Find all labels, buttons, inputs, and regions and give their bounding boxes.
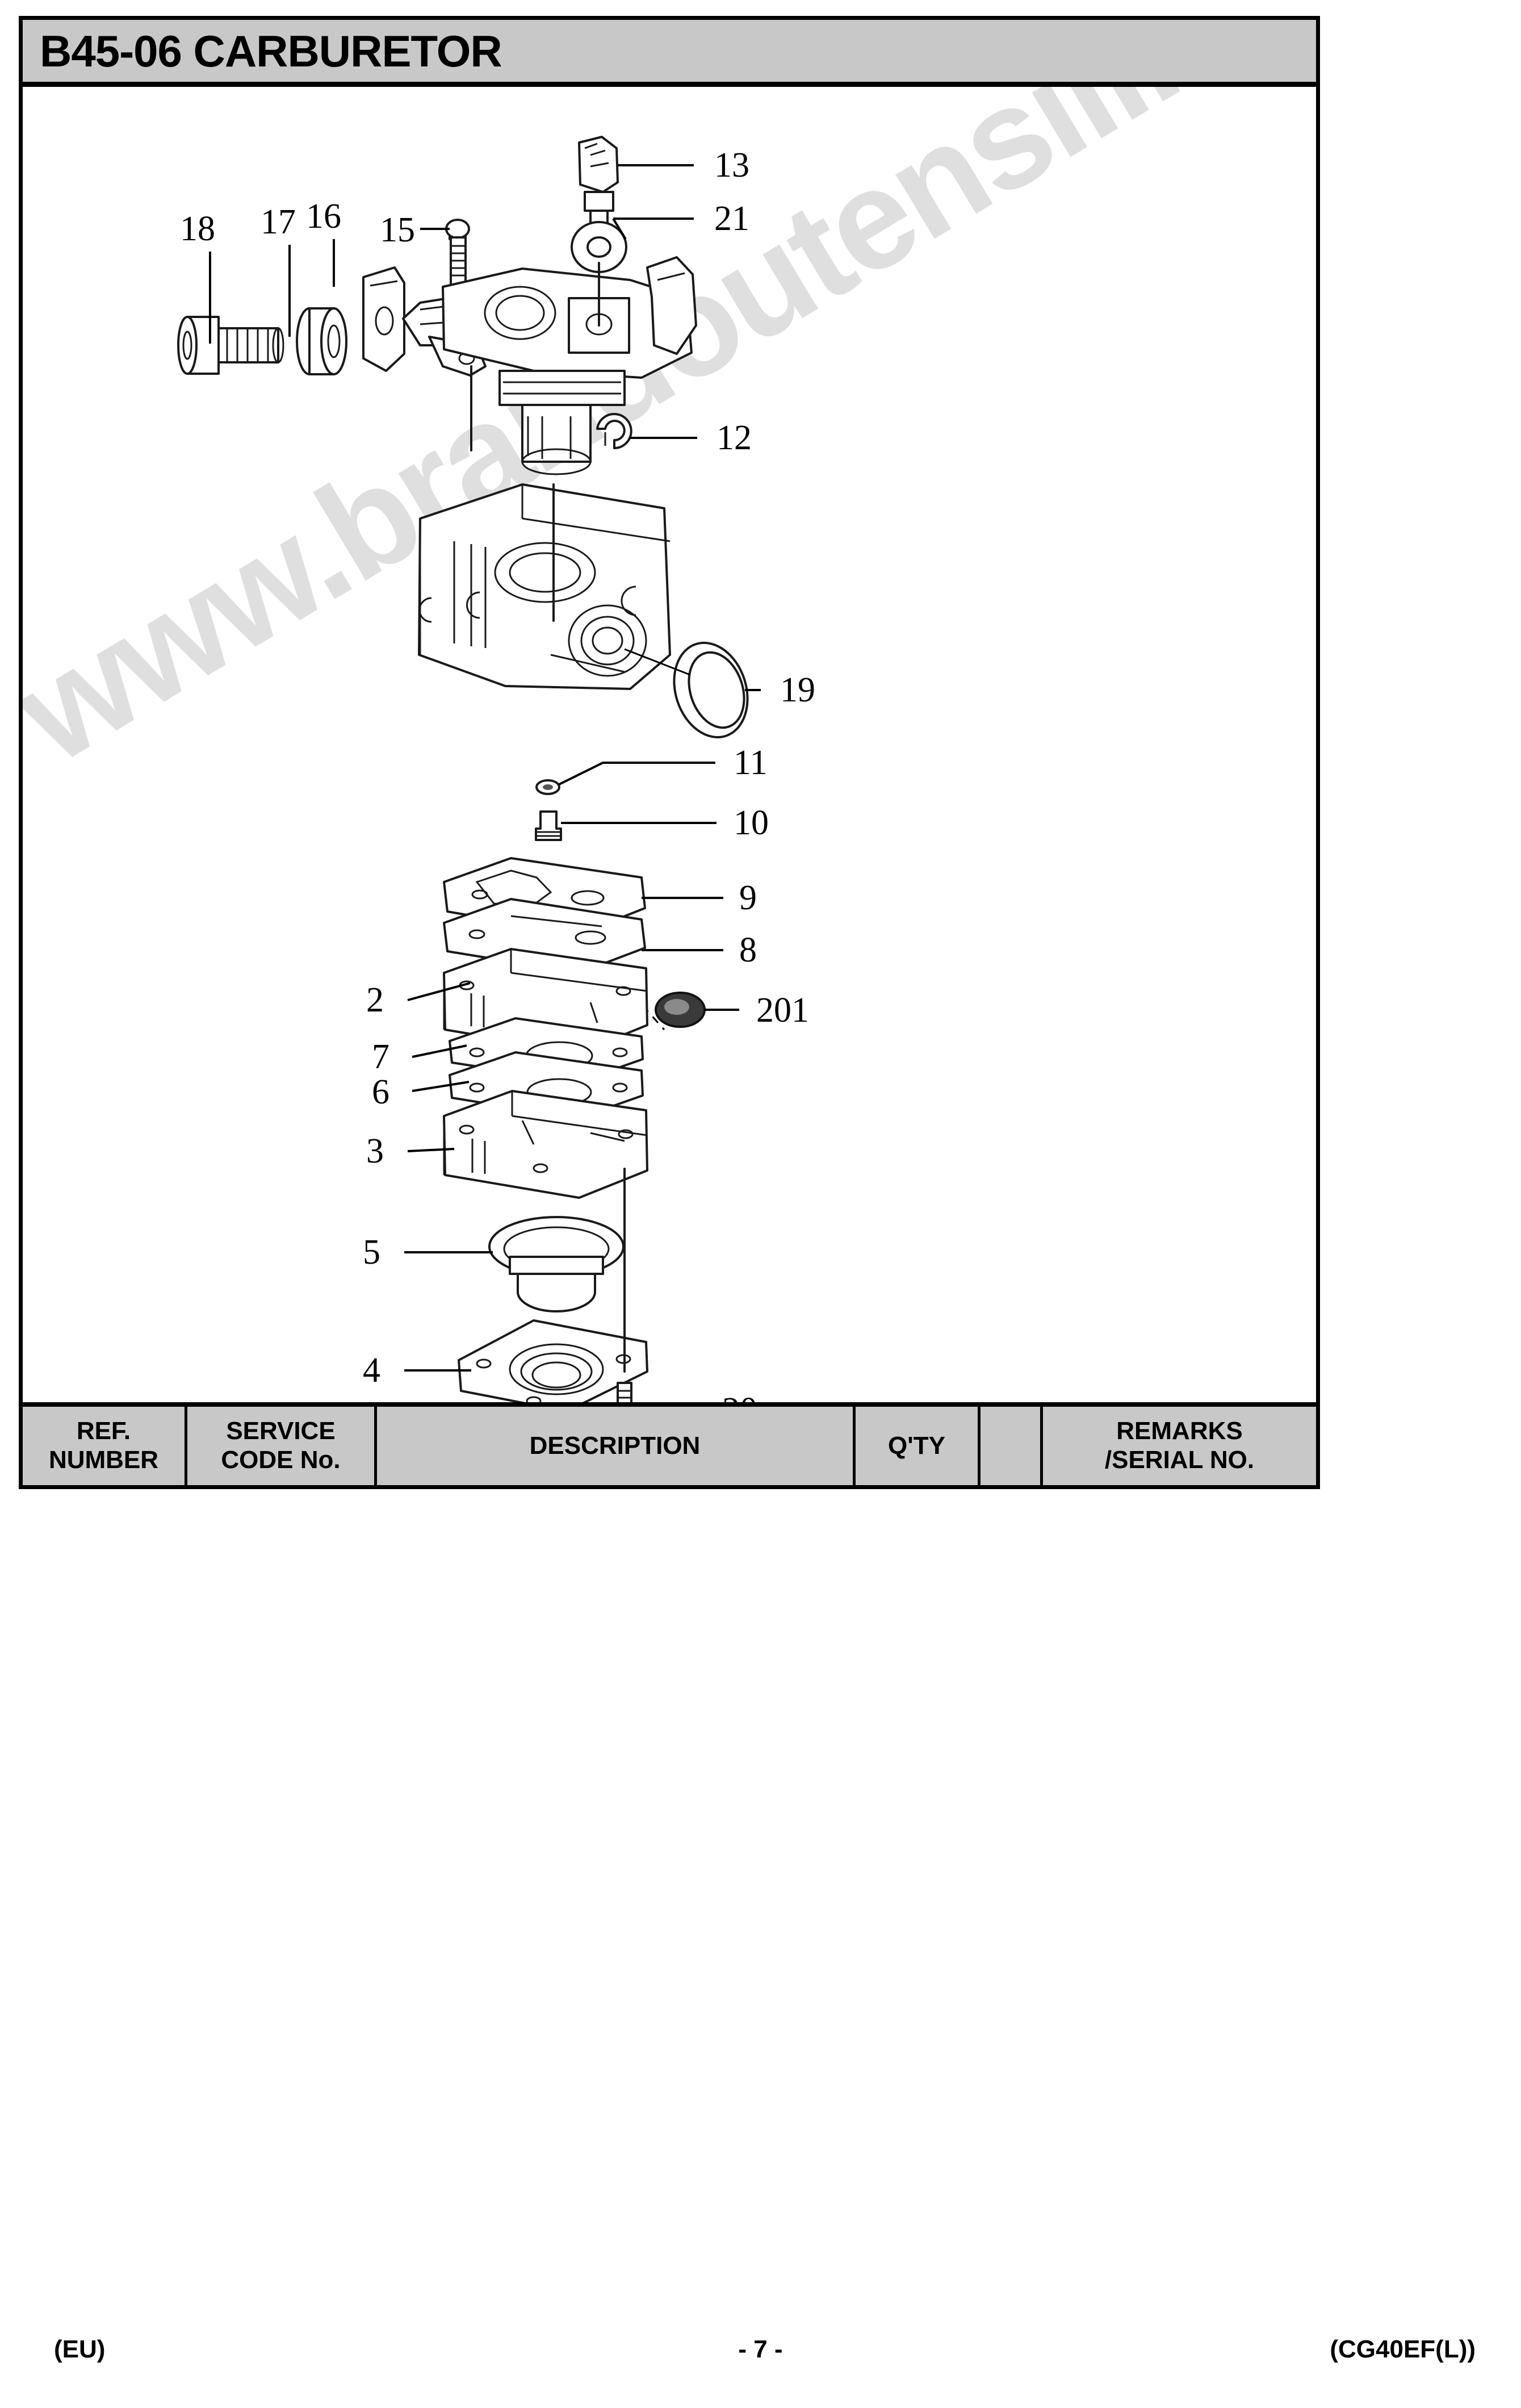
carburetor-exploded-diagram: 18 17 16 15 13 21 12 19 11 10 9 8 201 2 … bbox=[177, 136, 815, 1410]
part-5-primer-bulb bbox=[488, 1216, 625, 1312]
callout-6: 6 bbox=[372, 1073, 389, 1111]
callout-9: 9 bbox=[739, 879, 757, 917]
callout-3: 3 bbox=[366, 1132, 384, 1170]
section-title-bar: B45-06 CARBURETOR bbox=[23, 20, 1316, 87]
page-title: B45-06 CARBURETOR bbox=[40, 26, 502, 76]
callout-8: 8 bbox=[739, 931, 757, 969]
column-header-ref-number: REF. NUMBER bbox=[23, 1407, 187, 1485]
column-header-blank bbox=[981, 1407, 1043, 1485]
part-10-jet bbox=[535, 810, 562, 841]
exploded-diagram-area: www.brandoutensili.com bbox=[23, 87, 1316, 1410]
callout-15: 15 bbox=[380, 211, 415, 249]
callout-17: 17 bbox=[261, 203, 296, 241]
page-footer: (EU) - 7 - (CG40EF(L)) bbox=[0, 2335, 1521, 2375]
callout-10: 10 bbox=[734, 804, 769, 842]
callout-16: 16 bbox=[306, 197, 341, 236]
callout-21: 21 bbox=[714, 199, 749, 238]
part-16-lever-plate bbox=[362, 266, 405, 372]
column-header-service-code: SERVICE CODE No. bbox=[187, 1407, 377, 1485]
column-header-description: DESCRIPTION bbox=[377, 1407, 856, 1485]
callout-18: 18 bbox=[180, 210, 215, 248]
parts-table-header: REF. NUMBER SERVICE CODE No. DESCRIPTION… bbox=[23, 1402, 1316, 1485]
callout-11: 11 bbox=[734, 743, 768, 782]
callout-4: 4 bbox=[363, 1351, 380, 1390]
part-carburetor-main-body bbox=[418, 483, 671, 690]
callout-19: 19 bbox=[780, 671, 815, 709]
callout-2: 2 bbox=[366, 981, 384, 1019]
callout-13: 13 bbox=[714, 146, 749, 185]
part-carb-top-body bbox=[442, 256, 697, 475]
part-12-e-clip bbox=[596, 413, 632, 449]
column-header-remarks: REMARKS /SERIAL NO. bbox=[1104, 1417, 1255, 1474]
part-4-pump-cover bbox=[458, 1319, 648, 1410]
part-13-fuel-fitting bbox=[578, 136, 619, 224]
part-11-seal bbox=[535, 779, 560, 795]
leader-lines bbox=[209, 164, 761, 1410]
callout-7: 7 bbox=[372, 1038, 389, 1076]
part-18-bolt bbox=[177, 316, 284, 375]
footer-market-code: (EU) bbox=[54, 2335, 106, 2363]
callout-12: 12 bbox=[716, 419, 752, 457]
part-19-oring bbox=[624, 641, 749, 739]
part-21-gasket-ring bbox=[571, 221, 627, 273]
callout-5: 5 bbox=[363, 1233, 380, 1272]
part-17-washer bbox=[296, 307, 347, 375]
footer-model-code: (CG40EF(L)) bbox=[1330, 2335, 1476, 2363]
callout-201: 201 bbox=[756, 991, 809, 1030]
footer-page-number: - 7 - bbox=[738, 2335, 783, 2363]
column-header-qty: Q'TY bbox=[856, 1407, 981, 1485]
part-3-pump-body bbox=[443, 1090, 648, 1199]
catalog-page-frame: B45-06 CARBURETOR www.brandoutensili.com bbox=[19, 16, 1320, 1489]
